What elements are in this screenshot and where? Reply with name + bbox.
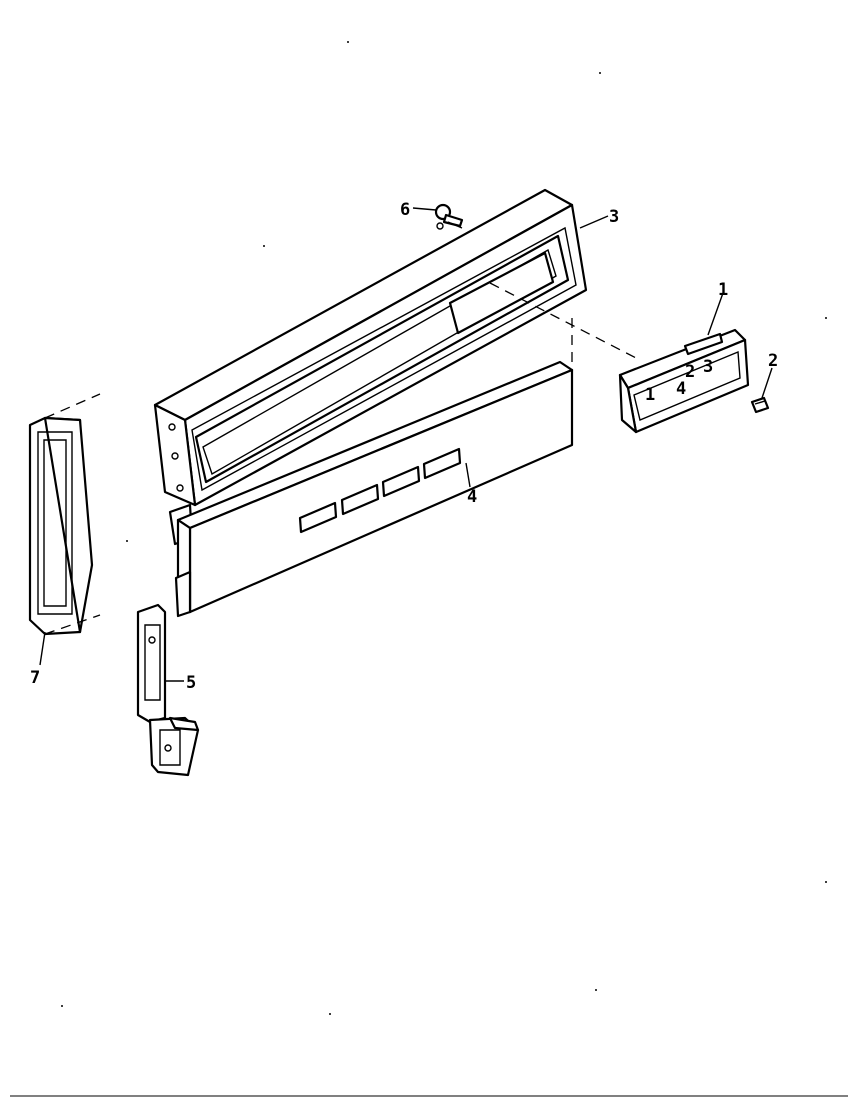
vent-trim-part-4 <box>174 360 574 618</box>
control-panel-part-3 <box>153 188 588 546</box>
callout-part-7: 7 <box>30 668 40 688</box>
callout-part-3: 3 <box>609 207 619 227</box>
callout-part-1: 1 <box>718 280 728 300</box>
vent-slot <box>340 483 380 516</box>
callout-part-2: 2 <box>768 351 778 371</box>
mounting-bracket-part-5 <box>136 603 200 777</box>
assembly-guide-lines <box>44 282 641 635</box>
module-label-d: 4 <box>676 379 686 399</box>
module-label-a: 1 <box>645 385 655 405</box>
scan-specks <box>61 41 827 1015</box>
callout-part-4: 4 <box>467 487 477 507</box>
callout-part-5: 5 <box>186 673 196 693</box>
vent-slot <box>422 447 462 480</box>
control-module-part-1: 1 2 3 4 <box>618 328 750 434</box>
vent-slot <box>298 501 338 534</box>
knob-part-2 <box>750 396 770 414</box>
module-label-c: 3 <box>703 357 713 377</box>
leader-lines <box>39 207 773 682</box>
module-label-b: 2 <box>685 362 695 382</box>
vent-slot <box>381 465 421 498</box>
clip-part-6 <box>434 203 464 230</box>
end-trim-part-7 <box>28 416 94 636</box>
display-opening <box>448 251 555 335</box>
callout-part-6: 6 <box>400 200 410 220</box>
